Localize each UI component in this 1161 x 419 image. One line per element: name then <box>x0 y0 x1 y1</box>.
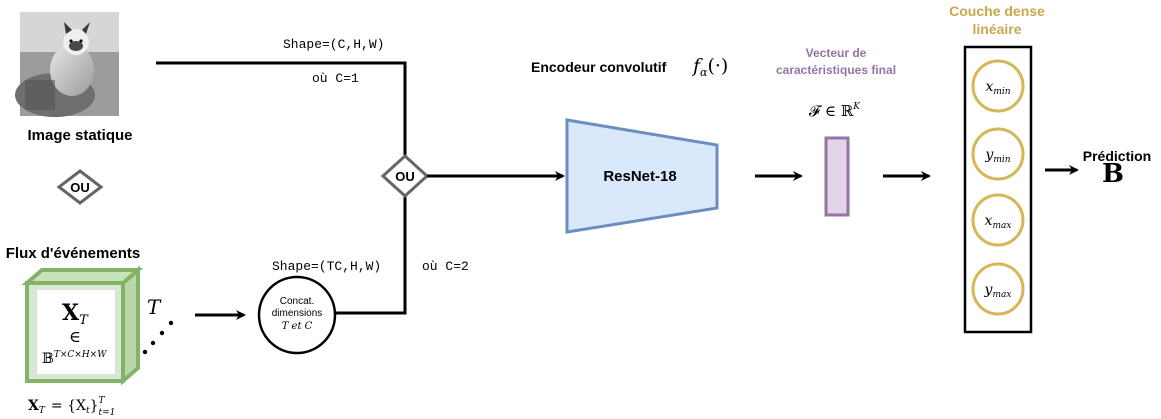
svg-text:ymin: ymin <box>984 147 1010 165</box>
svg-text:xmin: xmin <box>985 79 1010 97</box>
or-diamond-left: OU <box>56 169 104 205</box>
concat-line2: dimensions <box>272 308 323 319</box>
event-tensor-element-of: ∈ <box>69 327 81 346</box>
time-depth-dots <box>142 320 174 355</box>
dense-neuron-xmax: xmax <box>971 193 1025 247</box>
bottom-branch-line <box>335 196 407 315</box>
prediction-label: Prédiction <box>1083 148 1151 164</box>
top-condition-label: où C=1 <box>312 71 359 86</box>
prediction-symbol: B <box>1102 159 1124 189</box>
or-diamond-merge: OU <box>380 153 430 199</box>
encoder-title: Encodeur convolutif <box>531 59 667 75</box>
event-tensor-space: 𝔹T×C×H×W <box>42 350 107 367</box>
svg-text:xmax: xmax <box>985 213 1012 231</box>
event-stream-label: Flux d'événements <box>6 245 140 262</box>
feature-vector-bar <box>824 136 850 217</box>
time-depth-label: T <box>147 295 162 319</box>
svg-text:ymax: ymax <box>984 282 1012 300</box>
resnet-encoder-block <box>565 118 719 234</box>
static-image <box>15 12 119 117</box>
concat-line1: Concat. <box>280 296 314 307</box>
bottom-condition-label: où C=2 <box>422 259 469 274</box>
concat-node: Concat. dimensions T et C <box>257 275 337 355</box>
or-diamond-merge-label: OU <box>395 169 415 184</box>
dense-neuron-ymax: ymax <box>971 262 1025 316</box>
bottom-shape-label: Shape=(TC,H,W) <box>272 259 381 274</box>
dense-neuron-ymin: ymin <box>971 127 1025 181</box>
concat-line3: T et C <box>282 321 313 332</box>
dense-title-line2: linéaire <box>972 21 1021 37</box>
top-shape-label: Shape=(C,H,W) <box>283 37 384 52</box>
encoder-function: fα(·) <box>691 55 728 79</box>
feature-title-line1: Vecteur de <box>806 46 867 60</box>
resnet-label: ResNet-18 <box>603 168 676 185</box>
static-image-label: Image statique <box>27 127 132 144</box>
event-tensor-symbol: XT <box>62 300 89 328</box>
feature-formula: 𝓕 ∈ ℝK <box>809 102 861 120</box>
dense-title-line1: Couche dense <box>949 3 1045 19</box>
or-diamond-left-label: OU <box>70 180 90 195</box>
dense-neuron-xmin: xmin <box>971 59 1025 113</box>
top-branch-line <box>156 61 407 156</box>
event-tensor-cube <box>21 265 144 386</box>
feature-title-line2: caractéristiques final <box>776 63 896 77</box>
